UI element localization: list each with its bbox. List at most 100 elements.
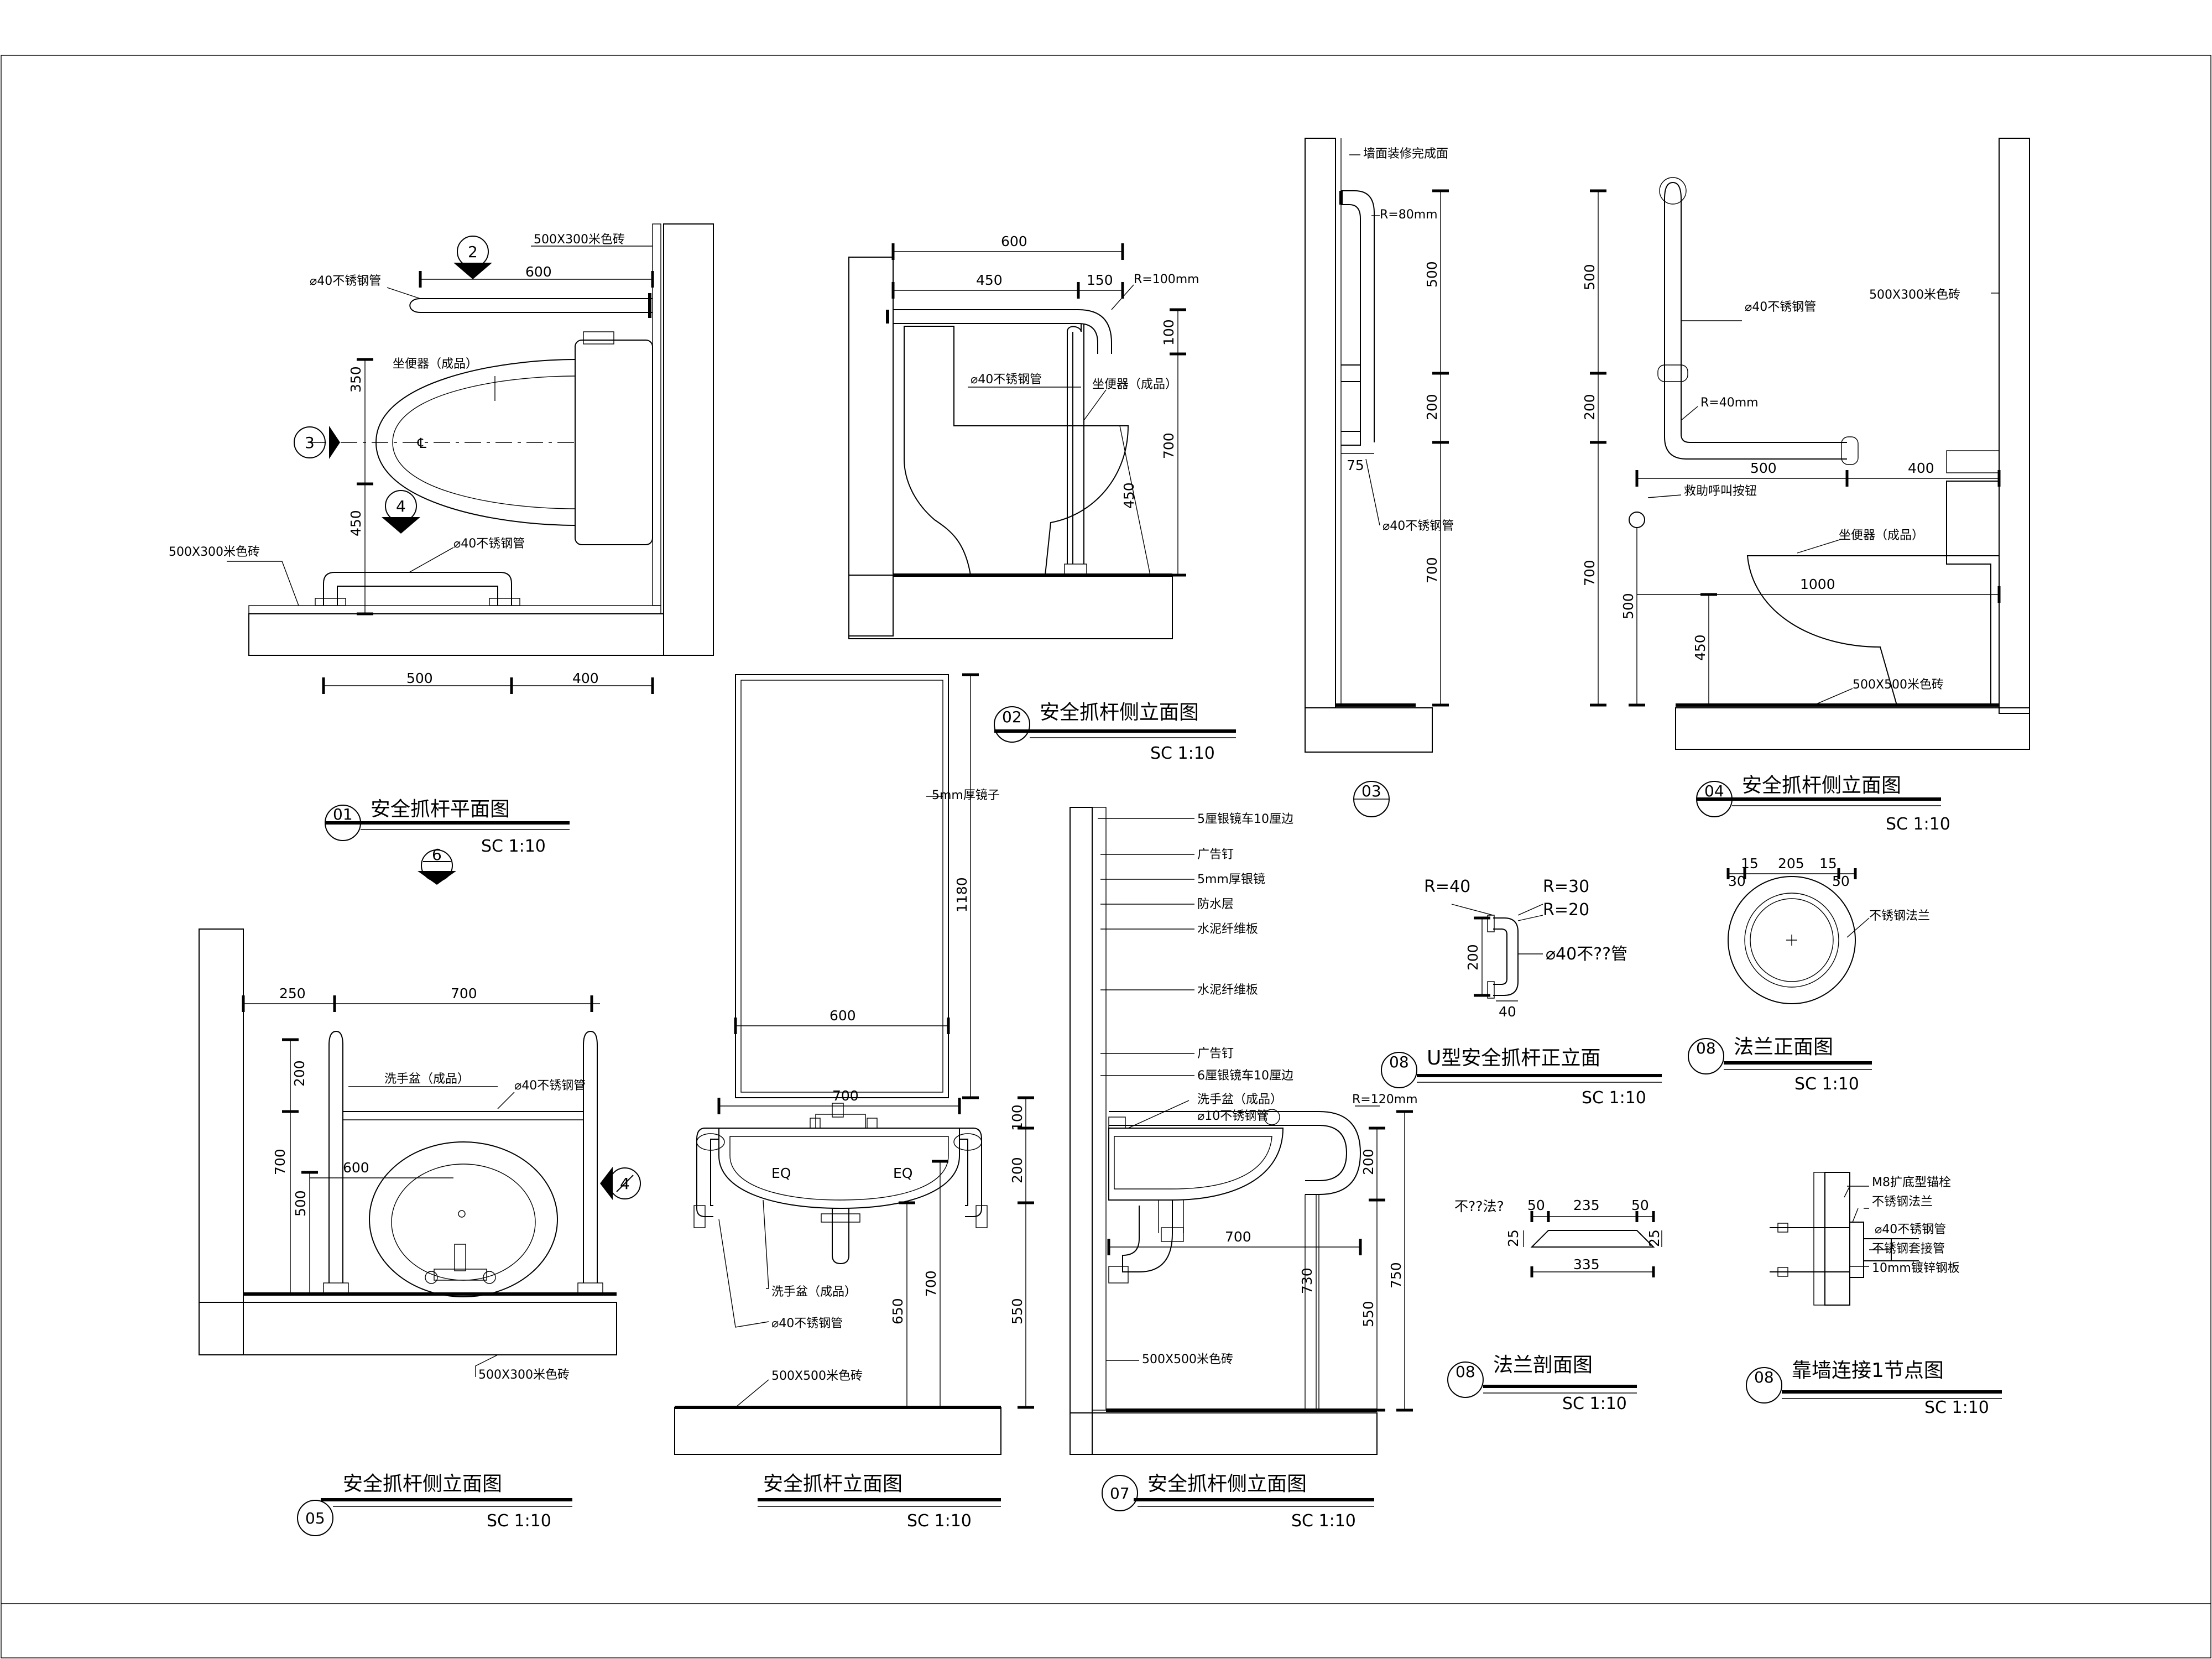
- v07-pipe: ⌀10不锈钢管: [1197, 1109, 1269, 1123]
- call-button: [1629, 512, 1645, 528]
- v08a-dim-40: 40: [1499, 1004, 1516, 1020]
- v08b-tag: 08: [1696, 1039, 1716, 1057]
- v01-pipe-top: ⌀40不锈钢管: [310, 274, 381, 288]
- v02-toilet: 坐便器（成品）: [1092, 378, 1177, 392]
- v04-tile: 500X300米色砖: [1869, 288, 1960, 302]
- view-08b-flange-front: [1726, 868, 1870, 1004]
- v06-dim-600: 600: [830, 1008, 856, 1024]
- v06-dim-550: 550: [1009, 1298, 1025, 1324]
- view-08c-flange-section: [1523, 1211, 1662, 1277]
- v07-title-block: 07 安全抓杆侧立面图 SC 1:10: [1102, 1473, 1374, 1531]
- v04-dim-400h: 400: [1908, 460, 1934, 476]
- v05-dim-600: 600: [343, 1160, 369, 1176]
- v08d-note-3: 不锈钢套接管: [1872, 1242, 1945, 1256]
- v08a-r20: R=20: [1543, 900, 1589, 920]
- v07-layer-0: 5厘银镜车10厘边: [1197, 812, 1293, 826]
- v06-dim-650: 650: [890, 1298, 906, 1324]
- u-bar-front: [1493, 917, 1519, 996]
- v04-scale: SC 1:10: [1886, 815, 1950, 834]
- v01-dim-500: 500: [406, 670, 433, 686]
- v01-bubble-left: 3: [305, 434, 315, 452]
- v04-dim-450: 450: [1692, 634, 1708, 661]
- v03-dim-500: 500: [1424, 261, 1440, 288]
- v08b-flange: 不锈钢法兰: [1869, 909, 1930, 923]
- view-04-side-elevation: [1590, 138, 2030, 750]
- v05-dim-250: 250: [279, 985, 306, 1001]
- v06-title-block: 安全抓杆立面图 SC 1:10: [758, 1473, 1001, 1531]
- v06-dim-700: 700: [832, 1088, 859, 1104]
- v02-dim-450b: 450: [1121, 482, 1137, 509]
- view-08a-u-bar-front: [1451, 904, 1543, 1001]
- v02-pipe: ⌀40不锈钢管: [971, 373, 1042, 387]
- v08c-d50b: 50: [1631, 1197, 1649, 1213]
- v01-tile-top: 500X300米色砖: [534, 233, 625, 247]
- v03-dim-200: 200: [1424, 394, 1440, 420]
- v08d-title-block: 08 靠墙连接1节点图 SC 1:10: [1746, 1359, 2002, 1417]
- v07-dim-550: 550: [1360, 1301, 1376, 1327]
- v05-dim-700v: 700: [272, 1149, 288, 1175]
- v06-dim-1180: 1180: [954, 877, 970, 912]
- grab-bar-vertical: [1341, 190, 1375, 442]
- v04-toilet: 坐便器（成品）: [1839, 529, 1924, 542]
- grab-bar-L: [1664, 181, 1847, 460]
- v03-dim-700: 700: [1424, 557, 1440, 583]
- v02-title-block: 02 安全抓杆侧立面图 SC 1:10: [994, 701, 1236, 763]
- v08a-scale: SC 1:10: [1582, 1088, 1646, 1108]
- v02-dim-450: 450: [976, 272, 1003, 288]
- v07-dim-730: 730: [1299, 1267, 1315, 1294]
- v08c-d25b: 25: [1646, 1229, 1662, 1247]
- v08b-d50: 50: [1832, 873, 1850, 889]
- v03-wall: 墙面装修完成面: [1363, 147, 1448, 161]
- grab-bar-top: [409, 298, 653, 313]
- v08b-title-block: 08 法兰正面图 SC 1:10: [1688, 1036, 1872, 1094]
- v05-dim-500: 500: [293, 1190, 309, 1217]
- v02-tag: 02: [1002, 708, 1022, 726]
- toilet-side: [904, 326, 1129, 576]
- v01-scale: SC 1:10: [481, 837, 546, 856]
- v08c-d25a: 25: [1505, 1229, 1521, 1247]
- grab-bar-right: [583, 1030, 598, 1283]
- v07-basin: 洗手盆（成品）: [1197, 1093, 1282, 1107]
- v01-bubble-bottom: 6: [432, 846, 442, 864]
- v07-layer-2: 5mm厚银镜: [1197, 873, 1265, 886]
- v04-dim-200: 200: [1582, 394, 1598, 420]
- view-08d-wall-connection-node: [1770, 1172, 1919, 1306]
- v07-scale: SC 1:10: [1291, 1511, 1356, 1531]
- v07-title: 安全抓杆侧立面图: [1147, 1473, 1307, 1495]
- v05-bubble: 4: [620, 1175, 630, 1193]
- v02-dim-700: 700: [1161, 432, 1177, 459]
- v04-dim-700: 700: [1582, 560, 1598, 586]
- v08a-title: U型安全抓杆正立面: [1427, 1047, 1600, 1070]
- toilet-tank: [575, 340, 653, 545]
- mirror: [735, 674, 949, 1098]
- v05-title-block: 05 安全抓杆侧立面图 SC 1:10: [297, 1473, 572, 1536]
- flange-section: [1530, 1230, 1655, 1248]
- v05-pipe: ⌀40不锈钢管: [514, 1079, 586, 1093]
- view-06-basin-mirror-elevation: [674, 673, 1034, 1455]
- v05-dim-200: 200: [291, 1060, 307, 1087]
- v07-tag: 07: [1110, 1484, 1130, 1503]
- v08d-title: 靠墙连接1节点图: [1792, 1359, 1944, 1382]
- v08d-scale: SC 1:10: [1924, 1398, 1989, 1417]
- v06-dim-700v: 700: [923, 1270, 939, 1297]
- v01-tag: 01: [333, 805, 353, 823]
- v03-title-block: 03: [1353, 781, 1390, 817]
- v07-layer-5: 水泥纤维板: [1197, 983, 1258, 997]
- v01-dim-600: 600: [525, 264, 552, 280]
- v04-pipe: ⌀40不锈钢管: [1745, 300, 1816, 314]
- v04-dim-500h: 500: [1750, 460, 1777, 476]
- v08d-note-4: 10mm镀锌钢板: [1872, 1261, 1960, 1275]
- view-02-side-elevation: [848, 243, 1186, 639]
- v03-pipe: ⌀40不锈钢管: [1383, 519, 1454, 533]
- v01-title-block: 01 安全抓杆平面图 SC 1:10: [325, 798, 570, 856]
- v08a-tag: 08: [1389, 1053, 1409, 1071]
- grab-bar-bottom: [323, 572, 512, 606]
- v01-tile-left: 500X300米色砖: [169, 545, 260, 559]
- v06-pipe: ⌀40不锈钢管: [771, 1317, 843, 1331]
- v08a-dim-200: 200: [1465, 944, 1481, 971]
- view-01-plan: [227, 223, 714, 885]
- v08b-d15b: 15: [1819, 855, 1837, 872]
- v03-dim-75: 75: [1347, 457, 1364, 473]
- v08c-d50a: 50: [1527, 1197, 1545, 1213]
- v05-tile: 500X300米色砖: [478, 1368, 570, 1382]
